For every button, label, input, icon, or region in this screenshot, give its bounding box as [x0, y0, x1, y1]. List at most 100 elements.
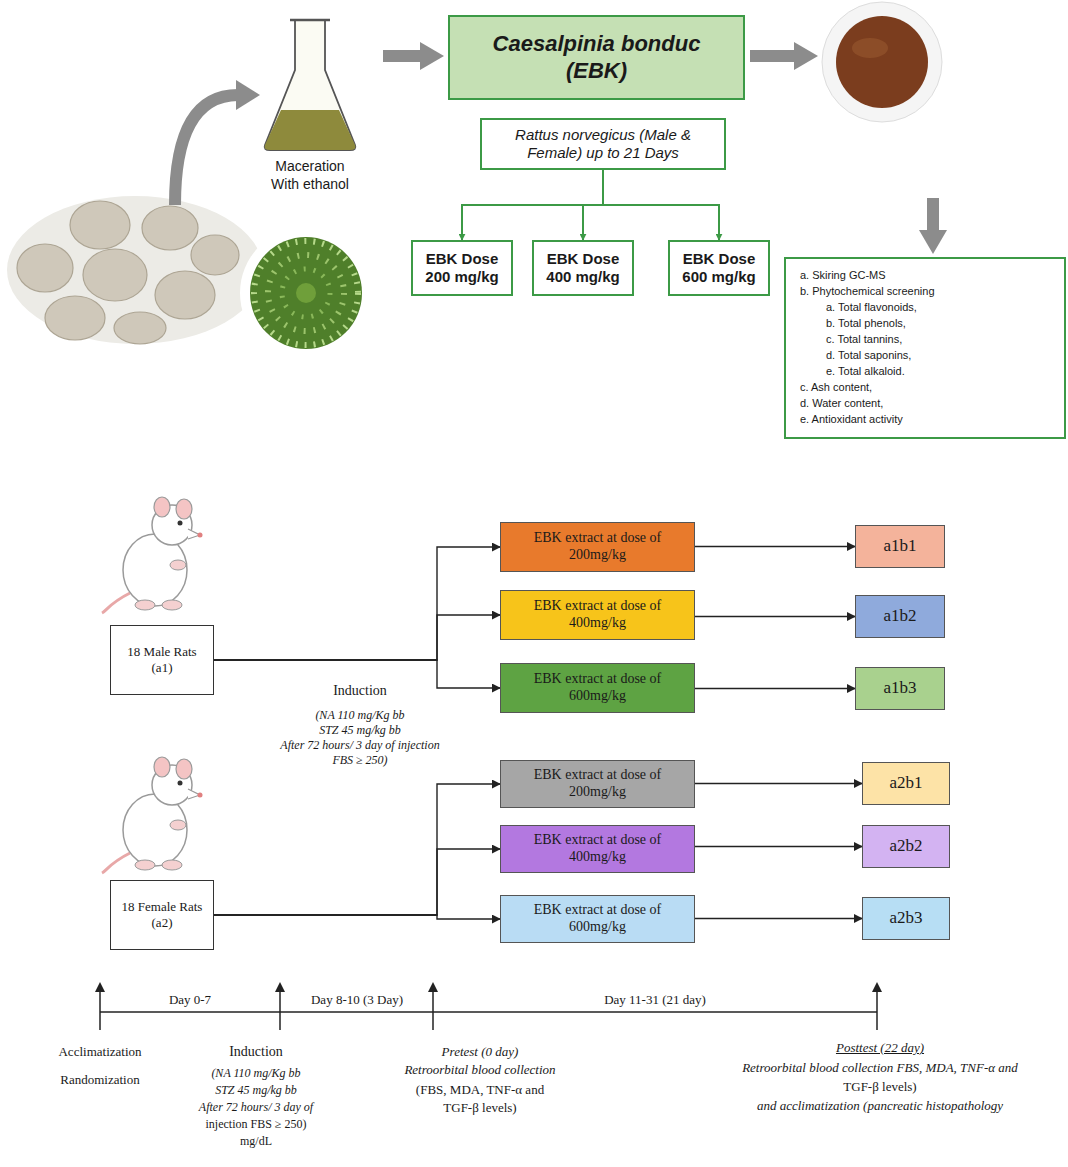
list-item: d. Total saponins, [794, 348, 911, 364]
timeline [95, 982, 882, 1030]
fruit-spikes [282, 269, 330, 317]
connector-arrow [695, 546, 855, 547]
treatment-box: EBK extract at dose of 400mg/kg [500, 590, 695, 640]
flask-liquid [265, 110, 356, 150]
outcome-box: a2b3 [862, 897, 950, 940]
seed [191, 235, 239, 275]
list-item: c. Total tannins, [794, 332, 902, 348]
box-text: EBK extract at dose of 400mg/kg [513, 598, 683, 632]
note-label: Retroorbital blood collection [404, 1062, 555, 1078]
note-label: STZ 45 mg/kg bb [215, 1083, 297, 1098]
note-label: Maceration With ethanol [260, 158, 360, 193]
connector-arrow [214, 915, 500, 919]
seed [17, 244, 73, 292]
note-label: Retroorbital blood collection FBS, MDA, … [742, 1060, 1018, 1076]
arrow-head [872, 982, 882, 992]
connector-arrow [214, 849, 500, 915]
connector-arrow [462, 170, 603, 240]
note-label: After 72 hours/ 3 day of injection [280, 738, 439, 753]
dose-box: EBK Dose 600 mg/kg [668, 240, 770, 296]
note-label: TGF-β levels) [843, 1079, 916, 1095]
box-text: a1b1 [883, 536, 916, 556]
arrow-head [428, 982, 438, 992]
seeds [17, 201, 239, 344]
connector-arrow [695, 688, 855, 689]
outcome-box: a2b1 [862, 762, 950, 805]
process-arrow [383, 50, 422, 62]
extract-shine [852, 38, 888, 58]
extract-plate [822, 2, 942, 122]
note-label: Randomization [60, 1072, 139, 1088]
process-arrow [750, 50, 796, 62]
seed [83, 249, 147, 301]
flask-rim [290, 19, 330, 22]
seed [70, 201, 130, 249]
list-item: b. Total phenols, [794, 316, 906, 332]
process-arrow [175, 95, 238, 205]
box-text: EBK extract at dose of 200mg/kg [513, 530, 683, 564]
box-text: EBK extract at dose of 200mg/kg [513, 767, 683, 801]
analysis-list-box: a. Skiring GC-MSb. Phytochemical screeni… [784, 257, 1066, 439]
note-label: (NA 110 mg/Kg bb [315, 708, 404, 723]
outcome-box: a1b3 [855, 667, 945, 710]
box-text: Rattus norvegicus (Male & Female) up to … [487, 126, 719, 162]
connector-arrow [214, 547, 500, 660]
arrow-head [95, 982, 105, 992]
note-label: Day 8-10 (3 Day) [311, 992, 403, 1008]
box-text: 18 Male Rats (a1) [117, 644, 207, 675]
timeline-tick [876, 990, 878, 1030]
treatment-box: EBK extract at dose of 600mg/kg [500, 895, 695, 943]
list-item: a. Total flavonoids, [794, 300, 917, 316]
fruit-spikes [254, 241, 358, 345]
note-label: Day 0-7 [169, 992, 211, 1008]
seed [142, 206, 198, 250]
timeline-tick [99, 990, 101, 1030]
fruit-photo-ground [240, 227, 372, 359]
box-text: a1b2 [883, 606, 916, 626]
treatment-box: EBK extract at dose of 400mg/kg [500, 825, 695, 873]
seed [155, 271, 215, 319]
list-item: e. Antioxidant activity [794, 412, 903, 428]
subject-box: Rattus norvegicus (Male & Female) up to … [480, 118, 726, 170]
note-label: TGF-β levels) [443, 1100, 516, 1116]
group-box: 18 Male Rats (a1) [110, 625, 214, 695]
seed-photo-ground [7, 196, 263, 344]
seed [45, 296, 105, 340]
note-label: Induction [229, 1044, 283, 1060]
connector-arrow [583, 170, 603, 240]
box-text: EBK Dose 600 mg/kg [675, 250, 763, 286]
note-label: Induction [333, 683, 387, 699]
timeline-tick [279, 990, 281, 1030]
list-item: c. Ash content, [794, 380, 872, 396]
list-item: b. Phytochemical screening [794, 284, 935, 300]
group-box: 18 Female Rats (a2) [110, 880, 214, 950]
connector-arrow [695, 616, 855, 617]
process-arrow [927, 198, 939, 232]
arrow-head [275, 982, 285, 992]
title-box: Caesalpinia bonduc (EBK) [448, 15, 745, 100]
arrow-head [919, 230, 947, 254]
treatment-box: EBK extract at dose of 200mg/kg [500, 522, 695, 572]
box-text: 18 Female Rats (a2) [117, 899, 207, 930]
box-text: EBK extract at dose of 400mg/kg [513, 832, 683, 866]
box-text: Caesalpinia bonduc (EBK) [482, 31, 712, 84]
note-label: FBS ≥ 250) [332, 753, 387, 768]
male-rat [102, 497, 203, 613]
note-label: injection FBS ≥ 250) [206, 1117, 307, 1132]
fruit-spikes [268, 255, 344, 331]
arrow-head [236, 80, 260, 110]
note-label: After 72 hours/ 3 day of [199, 1100, 313, 1115]
connector-arrow [695, 783, 862, 784]
timeline-tick [432, 990, 434, 1030]
treatment-box: EBK extract at dose of 600mg/kg [500, 663, 695, 713]
dose-box: EBK Dose 400 mg/kg [532, 240, 634, 296]
treatment-box: EBK extract at dose of 200mg/kg [500, 760, 695, 808]
note-label: Pretest (0 day) [442, 1044, 519, 1060]
box-text: a2b2 [889, 836, 922, 856]
outcome-box: a1b2 [855, 595, 945, 638]
arrow-head [794, 42, 818, 70]
outcome-box: a2b2 [862, 825, 950, 868]
list-item: a. Skiring GC-MS [794, 268, 886, 284]
box-text: EBK extract at dose of 600mg/kg [513, 902, 683, 936]
